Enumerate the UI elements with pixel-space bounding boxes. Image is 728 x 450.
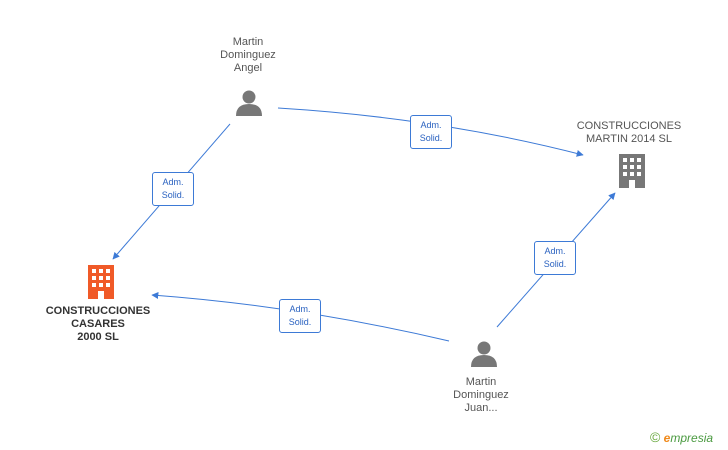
person-icon[interactable]	[235, 89, 263, 117]
brand-name: mpresia	[670, 431, 714, 445]
label-line: CONSTRUCCIONES	[45, 305, 151, 317]
edge-label-line: Solid.	[288, 317, 312, 327]
label-line: CASARES	[71, 318, 125, 330]
node-label-company-martin2014[interactable]: CONSTRUCCIONES MARTIN 2014 SL	[564, 120, 694, 146]
label-line: Dominguez	[220, 49, 276, 61]
edge-label-juan-casares[interactable]: Adm. Solid.	[279, 299, 321, 333]
edge-label-angel-casares[interactable]: Adm. Solid.	[152, 172, 194, 206]
node-label-person-juan[interactable]: Martin Dominguez Juan...	[431, 376, 531, 415]
building-icon[interactable]	[616, 154, 648, 188]
edge-label-line: Solid.	[161, 190, 185, 200]
edge-label-line: Solid.	[419, 133, 443, 143]
empresia-watermark: © empresia	[650, 430, 713, 445]
edge-label-line: Solid.	[543, 259, 567, 269]
edge-label-juan-martin2014[interactable]: Adm. Solid.	[534, 241, 576, 275]
label-line: Martin	[232, 36, 264, 48]
label-line: Angel	[233, 62, 263, 74]
brand-initial: e	[663, 431, 671, 445]
label-line: 2000 SL	[77, 331, 119, 343]
edge-label-line: Adm.	[420, 120, 442, 130]
node-label-person-angel[interactable]: Martin Dominguez Angel	[198, 36, 298, 75]
node-label-company-casares[interactable]: CONSTRUCCIONES CASARES 2000 SL	[33, 305, 163, 344]
label-line: Juan...	[464, 402, 498, 414]
label-line: CONSTRUCCIONES	[576, 120, 682, 132]
edge-label-angel-martin2014[interactable]: Adm. Solid.	[410, 115, 452, 149]
label-line: Martin	[465, 376, 497, 388]
label-line: MARTIN 2014 SL	[585, 133, 672, 145]
copyright-symbol: ©	[650, 429, 661, 445]
edge-label-line: Adm.	[162, 177, 184, 187]
label-line: Dominguez	[453, 389, 509, 401]
person-icon[interactable]	[470, 340, 498, 368]
edge-label-line: Adm.	[544, 246, 566, 256]
building-icon[interactable]	[85, 265, 117, 299]
edge-label-line: Adm.	[289, 304, 311, 314]
